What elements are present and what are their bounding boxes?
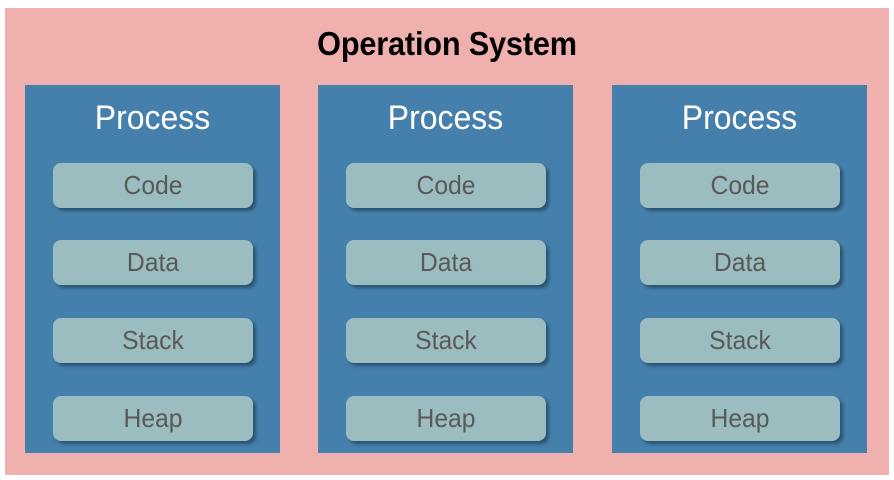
segment-stack-3: Stack xyxy=(640,318,840,363)
segment-label: Heap xyxy=(416,403,476,433)
segment-label: Heap xyxy=(710,403,770,433)
segment-heap-3: Heap xyxy=(640,396,840,441)
segment-label: Code xyxy=(710,170,770,200)
segment-heap-1: Heap xyxy=(53,396,253,441)
operating-system-panel: Operation System Process Code Data Stack xyxy=(5,8,889,475)
process-row: Process Code Data Stack Heap xyxy=(25,85,871,453)
process-title-1: Process xyxy=(94,99,211,137)
segment-label: Data xyxy=(713,247,767,277)
segment-data-3: Data xyxy=(640,240,840,285)
segment-stack-2: Stack xyxy=(346,318,546,363)
process-segments-1: Code Data Stack Heap xyxy=(25,155,280,451)
segment-label: Stack xyxy=(709,325,771,355)
segment-label: Code xyxy=(123,170,183,200)
segment-heap-2: Heap xyxy=(346,396,546,441)
segment-stack-1: Stack xyxy=(53,318,253,363)
operating-system-title: Operation System xyxy=(317,25,577,62)
segment-code-3: Code xyxy=(640,163,840,208)
segment-code-2: Code xyxy=(346,163,546,208)
segment-data-2: Data xyxy=(346,240,546,285)
process-title-2: Process xyxy=(387,99,504,137)
segment-label: Stack xyxy=(122,325,184,355)
process-box-3: Process Code Data Stack Heap xyxy=(612,85,867,453)
process-segments-3: Code Data Stack Heap xyxy=(612,155,867,451)
segment-label: Heap xyxy=(123,403,183,433)
segment-data-1: Data xyxy=(53,240,253,285)
segment-code-1: Code xyxy=(53,163,253,208)
segment-label: Data xyxy=(419,247,473,277)
process-title-3: Process xyxy=(681,99,798,137)
process-segments-2: Code Data Stack Heap xyxy=(318,155,573,451)
process-box-1: Process Code Data Stack Heap xyxy=(25,85,280,453)
segment-label: Stack xyxy=(415,325,477,355)
segment-label: Data xyxy=(126,247,180,277)
segment-label: Code xyxy=(416,170,476,200)
process-box-2: Process Code Data Stack Heap xyxy=(318,85,573,453)
